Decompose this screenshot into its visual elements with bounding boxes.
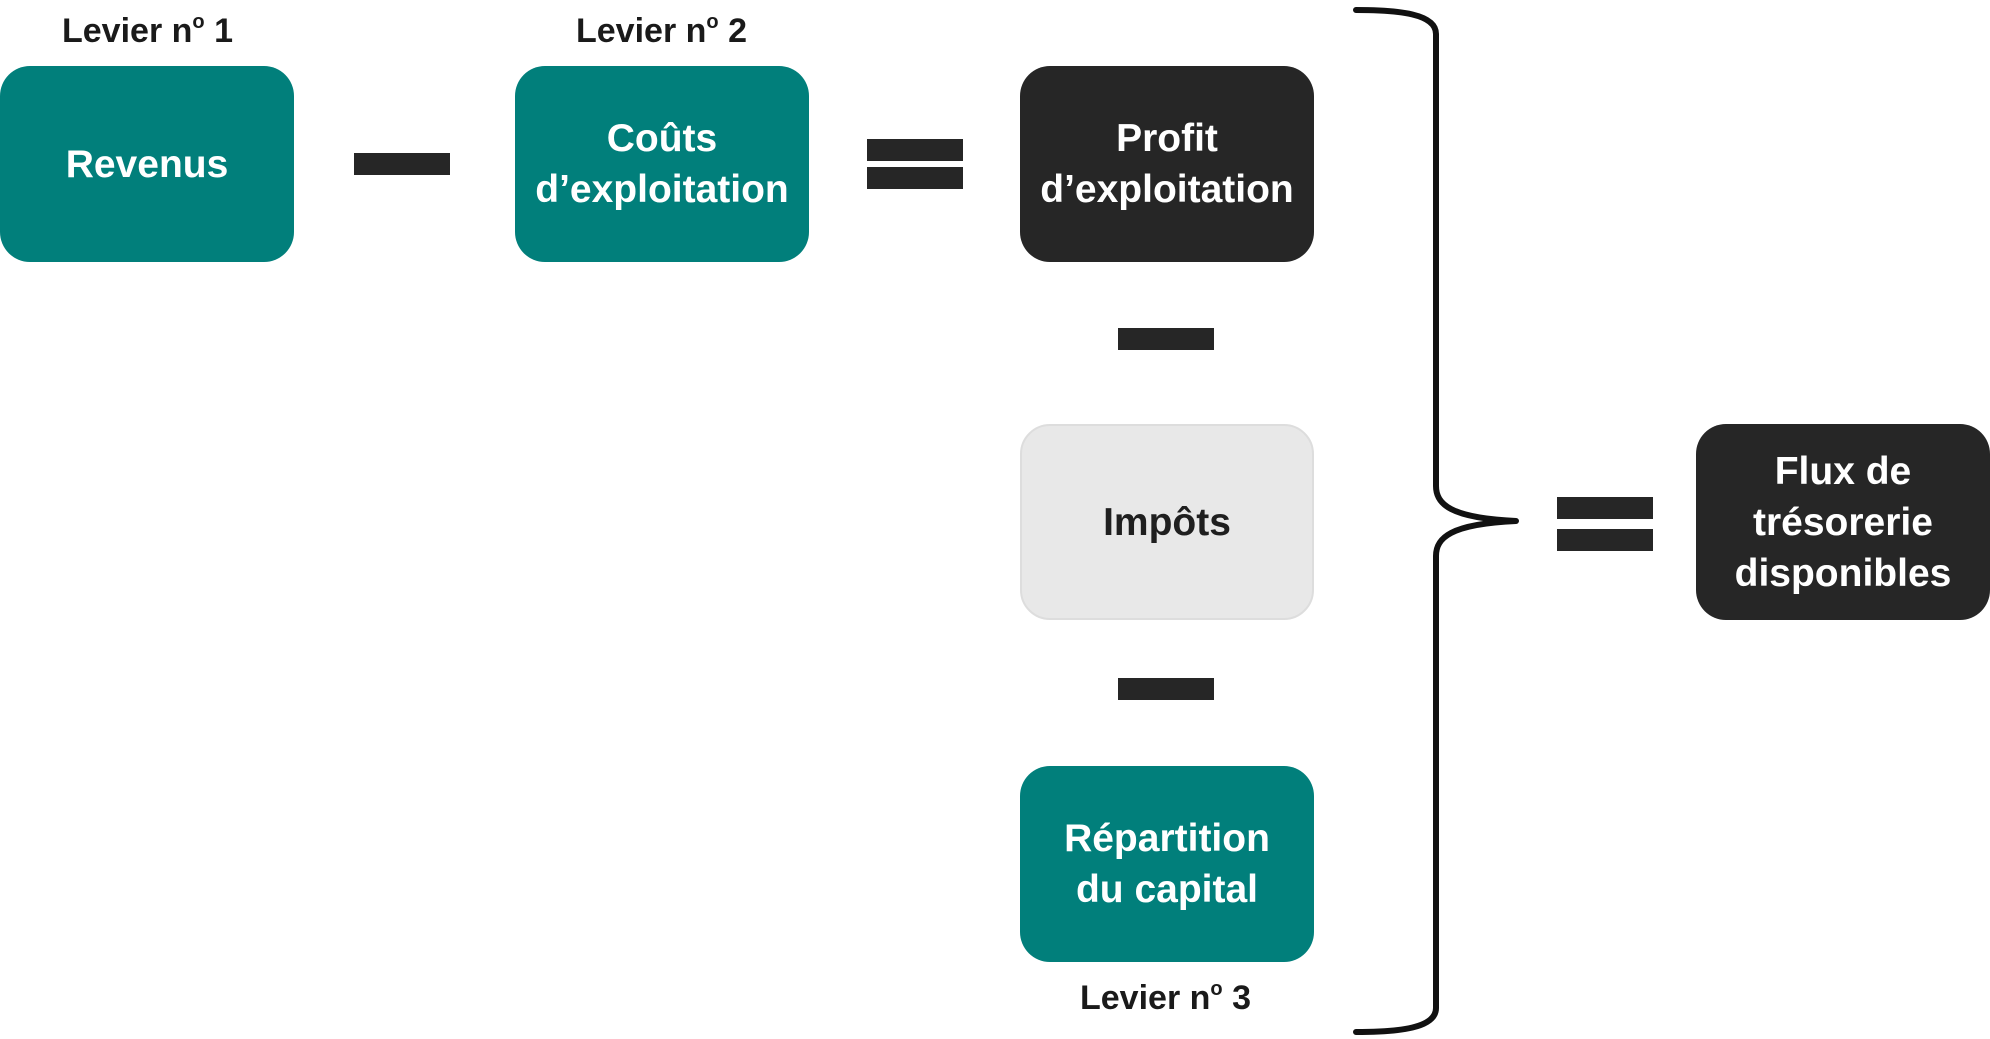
lever-3-number: 3	[1232, 979, 1251, 1017]
profit-exploitation-label: Profit d’exploitation	[1040, 117, 1294, 211]
impots-label: Impôts	[1103, 500, 1231, 544]
lever-1-sup: o	[192, 11, 205, 33]
revenus-box: Revenus	[0, 66, 294, 262]
flux-tresorerie-box: Flux de trésorerie disponibles	[1696, 424, 1990, 620]
equals-top-bar	[867, 139, 963, 161]
lever-1-label: Levier no 1	[62, 11, 233, 51]
lever-2-label: Levier no 2	[576, 11, 747, 51]
couts-exploitation-label: Coûts d’exploitation	[535, 117, 789, 211]
repartition-capital-label: Répartition du capital	[1064, 817, 1270, 911]
equals-bottom-bar	[1557, 529, 1653, 551]
minus-bar	[354, 153, 450, 175]
lever-1-number: 1	[214, 12, 233, 50]
lever-3-sup: o	[1210, 978, 1223, 1000]
lever-1-prefix: Levier n	[62, 12, 193, 50]
repartition-capital-box: Répartition du capital	[1020, 766, 1314, 962]
profit-exploitation-box: Profit d’exploitation	[1020, 66, 1314, 262]
equals-top-bar	[1557, 497, 1653, 519]
revenus-label: Revenus	[65, 142, 229, 186]
lever-3-label: Levier no 3	[1080, 978, 1251, 1018]
lever-2-sup: o	[706, 11, 719, 33]
couts-exploitation-box: Coûts d’exploitation	[515, 66, 809, 262]
right-brace-icon	[1353, 7, 1519, 1035]
flux-tresorerie-label: Flux de trésorerie disponibles	[1734, 449, 1952, 595]
lever-2-number: 2	[728, 12, 747, 50]
lever-2-prefix: Levier n	[576, 12, 707, 50]
minus-bar	[1118, 328, 1214, 350]
equals-bottom-bar	[867, 167, 963, 189]
minus-bar	[1118, 678, 1214, 700]
lever-3-prefix: Levier n	[1080, 979, 1211, 1017]
impots-box: Impôts	[1020, 424, 1314, 620]
